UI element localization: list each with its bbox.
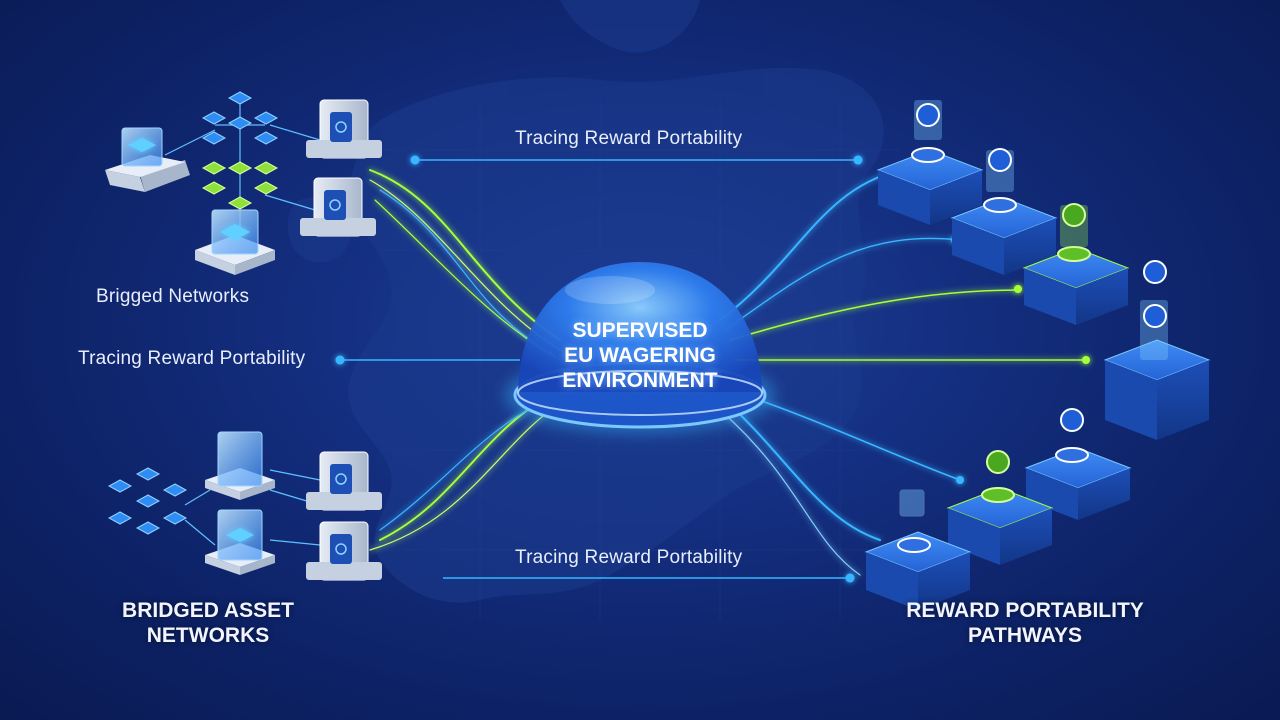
flow-lines-right	[719, 169, 1086, 576]
chip-token-icon	[911, 100, 945, 163]
top-path-label: Tracing Reward Portability	[515, 128, 743, 149]
cube-icon	[195, 209, 275, 275]
chip-token-icon	[1140, 260, 1168, 360]
platform-block	[1024, 408, 1132, 520]
label-connectors	[340, 159, 858, 579]
cube-icon	[205, 509, 275, 575]
mid-path-label: Tracing Reward Portability	[78, 348, 306, 369]
cube-icon	[201, 91, 279, 145]
server-icon	[306, 451, 382, 511]
right-section-title: REWARD PORTABILITY PATHWAYS	[895, 598, 1155, 648]
top-left-cluster-label: Brigged Networks	[96, 286, 250, 307]
left-title-line2: NETWORKS	[146, 624, 270, 647]
right-title-line1: REWARD PORTABILITY	[906, 599, 1144, 622]
center-title: SUPERVISED EU WAGERING ENVIRONMENT	[520, 318, 760, 393]
server-icon	[306, 521, 382, 581]
bottom-path-label: Tracing Reward Portability	[515, 547, 743, 568]
platform-block	[864, 489, 972, 610]
right-reward-pathways-platforms	[864, 100, 1211, 610]
platform-block	[950, 148, 1058, 275]
server-icon	[306, 99, 382, 159]
platform-block	[876, 100, 984, 225]
cube-icon	[201, 161, 279, 210]
platform-block	[1103, 260, 1211, 440]
chip-token-icon	[897, 489, 931, 553]
left-top-network-cluster	[105, 91, 382, 275]
cube-icon	[205, 431, 275, 500]
platform-block	[1022, 203, 1130, 325]
center-title-line1: SUPERVISED	[572, 319, 708, 342]
server-icon	[300, 177, 376, 237]
center-title-line2: EU WAGERING	[564, 344, 716, 367]
center-title-line3: ENVIRONMENT	[562, 369, 718, 392]
left-section-title: BRIDGED ASSET NETWORKS	[108, 598, 308, 648]
chip-token-icon	[983, 148, 1017, 213]
right-title-line2: PATHWAYS	[968, 624, 1082, 647]
chip-token-icon	[981, 450, 1015, 503]
chip-token-icon	[1057, 203, 1091, 262]
left-bottom-network-cluster	[107, 431, 382, 581]
central-dome	[505, 262, 775, 433]
chip-token-icon	[1055, 408, 1089, 463]
left-title-line1: BRIDGED ASSET	[122, 599, 294, 622]
platform-block	[946, 450, 1054, 565]
cube-icon	[105, 127, 190, 192]
network-node-icon	[107, 467, 188, 535]
